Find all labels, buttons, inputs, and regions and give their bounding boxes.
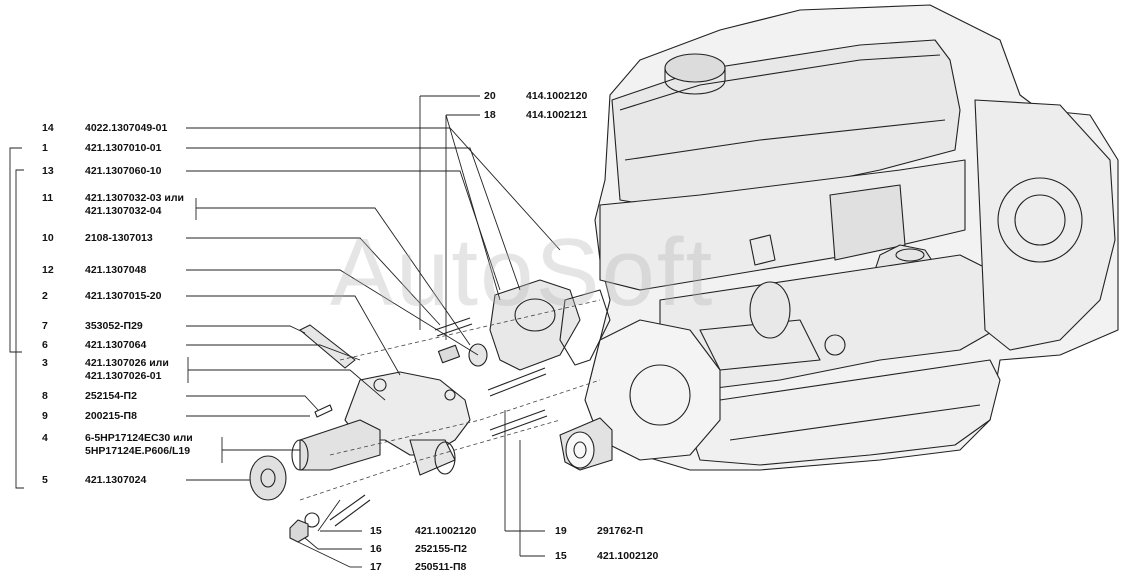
- callout-part-number: 421.1307060-10: [85, 165, 162, 177]
- callout-part-number: 414.1002120: [526, 90, 588, 102]
- callout-part-number: 6-5НР17124ЕС30 или: [85, 432, 193, 444]
- callout-part-number: 421.1002120: [415, 525, 477, 537]
- callout-part-number: 250511-П8: [415, 561, 467, 573]
- callout-number: 1: [42, 142, 48, 154]
- callout-part-number: 421.1307064: [85, 339, 147, 351]
- callout-number: 10: [42, 232, 54, 244]
- callout-part-number: 421.1307010-01: [85, 142, 162, 154]
- water-pump-assembly: [249, 279, 611, 543]
- callout-number: 16: [370, 543, 382, 555]
- callout-part-number: 421.1307032-04: [85, 205, 162, 217]
- callout-part-number: 421.1307024: [85, 474, 147, 486]
- callout-number: 13: [42, 165, 54, 177]
- callout-number: 8: [42, 390, 48, 402]
- callout-number: 17: [370, 561, 382, 573]
- callout-number: 15: [370, 525, 382, 537]
- callout-number: 14: [42, 122, 54, 134]
- callout-part-number: 421.1002120: [597, 550, 659, 562]
- callout-part-number: 252154-П2: [85, 390, 137, 402]
- callout-part-number: 353052-П29: [85, 320, 143, 332]
- callout-number: 11: [42, 192, 54, 204]
- callout-number: 5: [42, 474, 48, 486]
- callout-number: 6: [42, 339, 48, 351]
- callout-number: 9: [42, 410, 48, 422]
- callout-part-number: 421.1307032-03 или: [85, 192, 184, 204]
- callout-part-number: 421.1307015-20: [85, 290, 162, 302]
- callout-number: 18: [484, 109, 496, 121]
- leader-lines: [9, 95, 561, 568]
- callout-part-number: 2108-1307013: [85, 232, 153, 244]
- callout-part-number: 5НР17124Е.Р606/L19: [85, 445, 191, 457]
- callout-part-number: 414.1002121: [526, 109, 588, 121]
- callout-number: 15: [555, 550, 567, 562]
- callout-part-number: 200215-П8: [85, 410, 137, 422]
- callout-part-number: 421.1307048: [85, 264, 147, 276]
- callout-number: 20: [484, 90, 496, 102]
- callout-part-number: 421.1307026-01: [85, 370, 162, 382]
- callout-number: 2: [42, 290, 48, 302]
- callout-number: 19: [555, 525, 567, 537]
- callout-part-number: 291762-П: [597, 525, 644, 537]
- callout-part-number: 421.1307026 или: [85, 357, 169, 369]
- callout-part-number: 252155-П2: [415, 543, 467, 555]
- callout-number: 4: [42, 432, 48, 444]
- callout-number: 7: [42, 320, 48, 332]
- callout-part-number: 4022.1307049-01: [85, 122, 168, 134]
- engine-block: [559, 4, 1119, 471]
- callout-number: 3: [42, 357, 48, 369]
- callout-number: 12: [42, 264, 54, 276]
